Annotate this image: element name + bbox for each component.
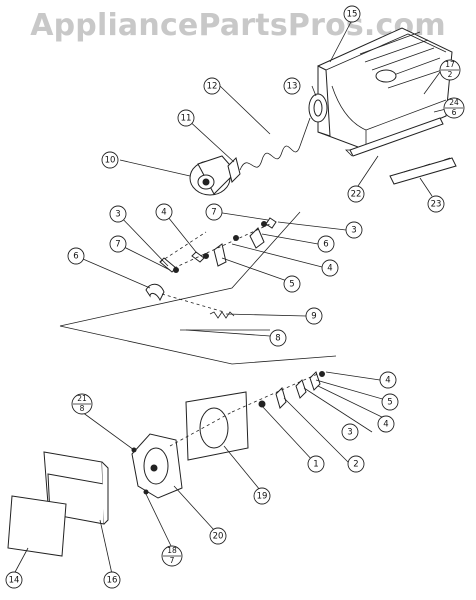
callout-19: 19 xyxy=(253,487,271,505)
callout-1: 1 xyxy=(307,455,325,473)
svg-text:4: 4 xyxy=(385,376,390,386)
auger-spring-12-part xyxy=(239,145,301,171)
svg-text:15: 15 xyxy=(347,10,358,20)
callout-7b: 7 xyxy=(109,235,127,253)
svg-text:11: 11 xyxy=(181,114,192,124)
svg-text:8: 8 xyxy=(275,334,280,344)
small-parts-lower xyxy=(258,371,325,409)
bearing-11-part xyxy=(227,157,241,183)
svg-text:2: 2 xyxy=(448,70,453,79)
callout-12: 12 xyxy=(203,77,221,95)
svg-text:6: 6 xyxy=(452,108,457,117)
callout-7a: 7 xyxy=(205,203,223,221)
svg-text:14: 14 xyxy=(9,576,20,586)
svg-text:4: 4 xyxy=(383,420,388,430)
svg-text:16: 16 xyxy=(107,576,118,586)
callout-6a: 6 xyxy=(317,235,335,253)
callout-18-7: 187 xyxy=(161,545,183,567)
callout-16: 16 xyxy=(103,571,121,589)
callout-14: 14 xyxy=(5,571,23,589)
callout-3c: 3 xyxy=(341,423,359,441)
svg-text:10: 10 xyxy=(105,156,116,166)
callout-4a: 4 xyxy=(155,203,173,221)
svg-text:5: 5 xyxy=(289,280,294,290)
callout-4b: 4 xyxy=(321,259,339,277)
dispenser-housing-20-part xyxy=(131,433,183,499)
svg-text:5: 5 xyxy=(387,398,392,408)
callout-20: 20 xyxy=(209,527,227,545)
rail-23-part xyxy=(389,157,457,185)
callout-4d: 4 xyxy=(377,415,395,433)
callout-15: 15 xyxy=(343,5,361,23)
callout-3a: 3 xyxy=(109,205,127,223)
svg-text:17: 17 xyxy=(445,60,455,69)
callout-17-2: 172 xyxy=(439,59,461,81)
svg-text:2: 2 xyxy=(353,460,358,470)
callout-21-8: 218 xyxy=(71,393,93,415)
label-14-part xyxy=(7,495,67,557)
rail-22-part xyxy=(345,117,444,157)
callout-23: 23 xyxy=(427,195,445,213)
svg-text:12: 12 xyxy=(207,82,218,92)
svg-text:4: 4 xyxy=(161,208,166,218)
callout-5a: 5 xyxy=(283,275,301,293)
svg-text:18: 18 xyxy=(167,546,177,555)
callout-10: 10 xyxy=(101,151,119,169)
svg-text:7: 7 xyxy=(211,208,216,218)
mounting-plate-19-part xyxy=(185,391,249,461)
svg-text:3: 3 xyxy=(351,226,356,236)
svg-text:7: 7 xyxy=(115,240,120,250)
callout-6b: 6 xyxy=(67,247,85,265)
ring-13-part xyxy=(308,93,328,123)
svg-text:3: 3 xyxy=(115,210,120,220)
leader-lines xyxy=(13,19,451,575)
callout-11: 11 xyxy=(177,109,195,127)
callout-13: 13 xyxy=(283,77,301,95)
callout-24-6: 246 xyxy=(443,97,465,119)
callout-8: 8 xyxy=(269,329,287,347)
ice-bucket-part xyxy=(317,27,453,151)
svg-text:21: 21 xyxy=(77,394,87,403)
svg-text:3: 3 xyxy=(347,428,352,438)
svg-text:22: 22 xyxy=(351,190,362,200)
svg-text:23: 23 xyxy=(431,200,442,210)
watermark-logo: AppliancePartsPros.com xyxy=(30,8,446,43)
callout-5b: 5 xyxy=(381,393,399,411)
callout-2: 2 xyxy=(347,455,365,473)
svg-text:7: 7 xyxy=(170,556,175,565)
svg-text:19: 19 xyxy=(257,492,268,502)
callout-9: 9 xyxy=(305,307,323,325)
svg-text:8: 8 xyxy=(80,404,85,413)
drive-coupler-10-part xyxy=(189,155,237,196)
svg-text:6: 6 xyxy=(73,252,78,262)
callout-3b: 3 xyxy=(345,221,363,239)
svg-text:6: 6 xyxy=(323,240,328,250)
svg-text:9: 9 xyxy=(311,312,316,322)
svg-text:20: 20 xyxy=(213,532,224,542)
callout-4c: 4 xyxy=(379,371,397,389)
svg-text:24: 24 xyxy=(449,98,459,107)
callout-22: 22 xyxy=(347,185,365,203)
svg-text:4: 4 xyxy=(327,264,332,274)
svg-text:1: 1 xyxy=(313,460,318,470)
svg-text:13: 13 xyxy=(287,82,298,92)
